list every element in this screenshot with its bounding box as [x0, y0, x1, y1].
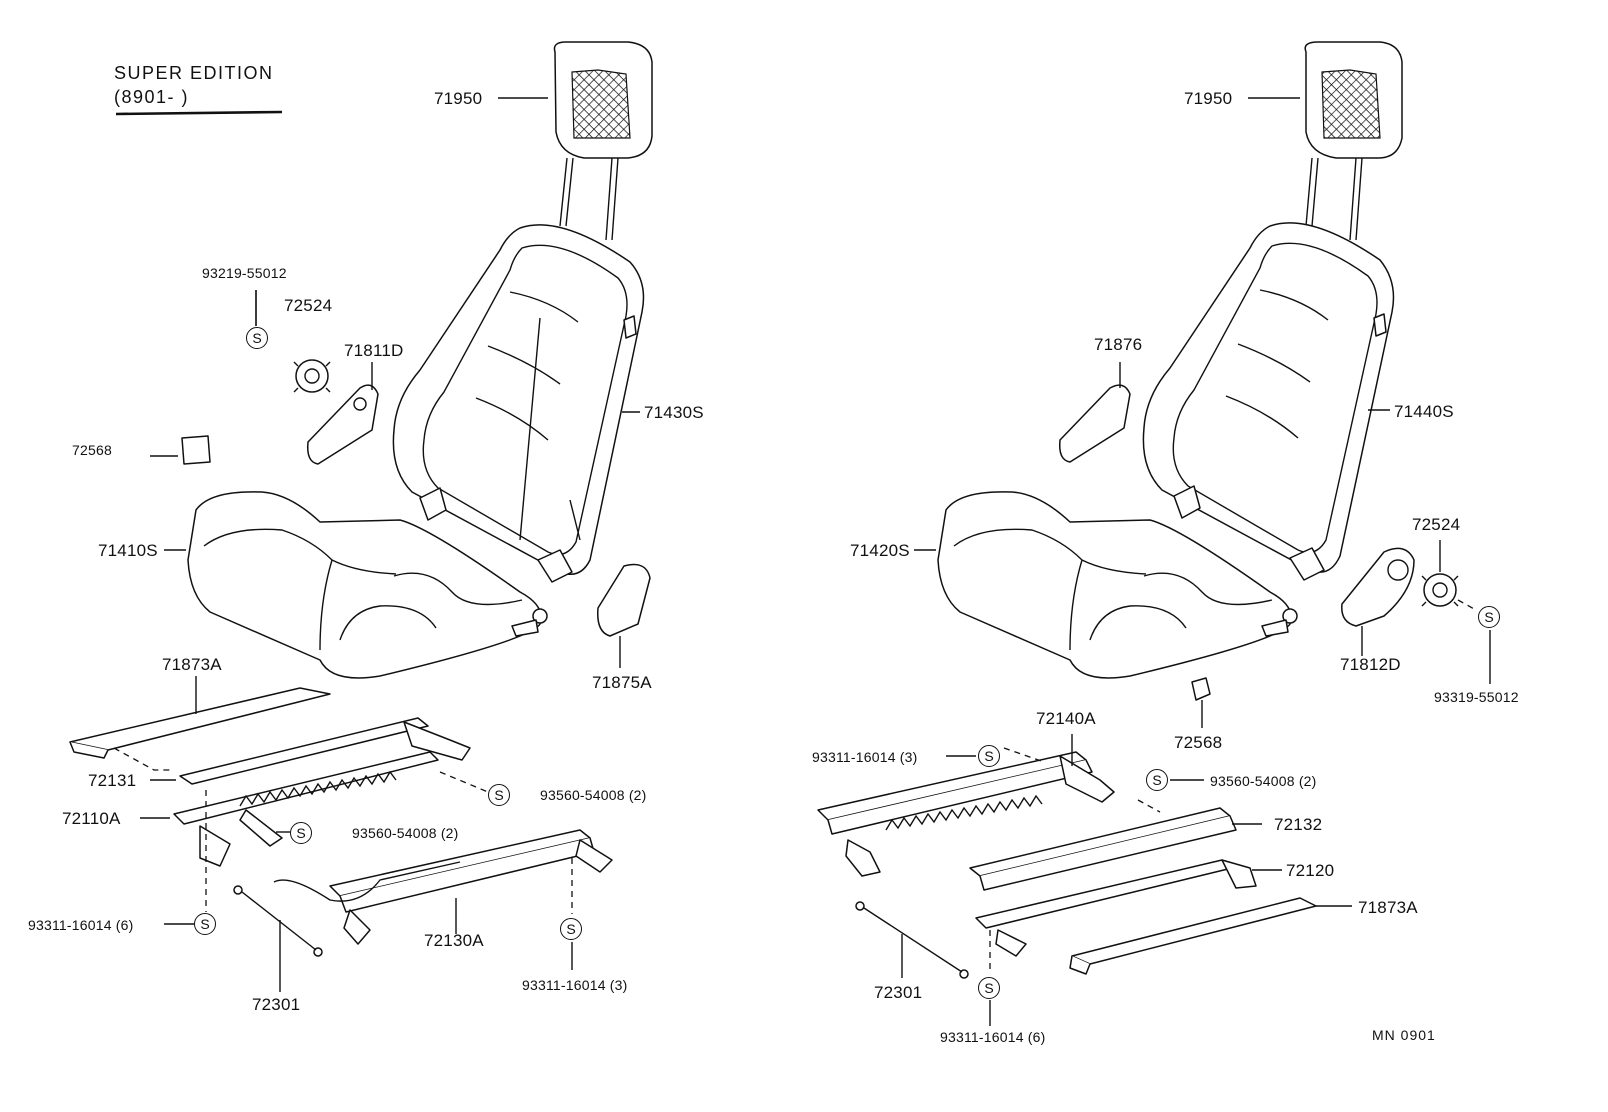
left-label-bolt-b: 93560-54008 (2)	[352, 825, 459, 841]
left-s-badge-spec: S	[246, 327, 268, 349]
right-seatback	[1142, 222, 1395, 581]
right-adjuster-lower	[975, 859, 1282, 957]
right-label-cover-upper: 71876	[1094, 335, 1143, 354]
right-adjuster-upper	[969, 807, 1262, 891]
right-upper-cover	[1058, 362, 1131, 463]
right-label-cover-lower: 71812D	[1340, 655, 1401, 674]
right-rail-cover	[1069, 897, 1352, 975]
left-s-badge-a: S	[488, 784, 510, 806]
left-label-cable: 72301	[252, 995, 301, 1014]
right-label-cable: 72301	[874, 983, 923, 1002]
left-label-adjuster-upper: 72131	[88, 771, 137, 790]
right-label-rail-cover: 71873A	[1358, 898, 1418, 917]
right-knob	[1421, 540, 1491, 684]
left-adjuster-lower	[140, 751, 439, 867]
right-cable	[855, 901, 969, 979]
right-label-bolt-a: 93311-16014 (3)	[812, 749, 918, 765]
left-label-seatback: 71430S	[644, 403, 704, 422]
left-label-adjuster-outer: 72130A	[424, 931, 484, 950]
right-label-adjuster-upper: 72132	[1274, 815, 1323, 834]
right-label-bolt-spec: 93319-55012	[1434, 689, 1519, 705]
left-adjuster-upper	[150, 717, 471, 785]
right-label-headrest: 71950	[1184, 89, 1233, 108]
diagram-code: MN 0901	[1372, 1027, 1436, 1043]
left-upper-cover	[306, 362, 379, 465]
left-label-rail-cover: 71873A	[162, 655, 222, 674]
left-headrest	[498, 41, 653, 241]
right-guide-1	[1003, 747, 1045, 763]
left-guide-2	[439, 771, 489, 793]
right-adjuster-inner	[817, 734, 1115, 877]
left-label-bolt-d: 93311-16014 (3)	[522, 977, 628, 993]
right-label-adjuster-inner: 72140A	[1036, 709, 1096, 728]
left-label-bolt-a: 93560-54008 (2)	[540, 787, 647, 803]
left-knob	[255, 290, 331, 393]
right-lower-cover	[1341, 547, 1415, 656]
left-label-cover-upper: 71811D	[344, 341, 404, 360]
left-cushion	[164, 491, 548, 679]
right-guide-2	[1137, 799, 1161, 813]
right-headrest	[1248, 41, 1403, 241]
left-seatback	[392, 224, 645, 583]
left-label-cushion: 71410S	[98, 541, 158, 560]
left-s-badge-d: S	[560, 918, 582, 940]
left-label-bolt-spec: 93219-55012	[202, 265, 287, 281]
left-cable	[233, 885, 323, 992]
left-s-badge-b: S	[290, 822, 312, 844]
left-lower-cover	[597, 563, 651, 668]
edition-period: (8901- )	[114, 87, 190, 107]
left-adjuster-outer	[273, 829, 613, 945]
right-label-bolt-b: 93560-54008 (2)	[1210, 773, 1317, 789]
left-label-cover-lower: 71875A	[592, 673, 652, 692]
left-label-bolt-c: 93311-16014 (6)	[28, 917, 134, 933]
right-s-badge-a: S	[978, 745, 1000, 767]
right-seat-assembly	[817, 41, 1491, 1026]
left-label-cap: 72568	[72, 442, 112, 458]
right-cushion	[914, 491, 1298, 679]
left-label-headrest: 71950	[434, 89, 483, 108]
right-label-cushion: 71420S	[850, 541, 910, 560]
left-cap	[181, 435, 211, 465]
right-label-bolt-c: 93311-16014 (6)	[940, 1029, 1046, 1045]
header-underline	[115, 110, 283, 116]
left-seat-assembly	[69, 41, 653, 992]
right-label-cap: 72568	[1174, 733, 1223, 752]
left-label-adjuster-lower: 72110A	[62, 809, 121, 828]
right-label-seatback: 71440S	[1394, 402, 1454, 421]
left-s-badge-c: S	[194, 913, 216, 935]
edition-title: SUPER EDITION	[114, 63, 274, 83]
right-cap	[1191, 677, 1211, 728]
right-label-knob: 72524	[1412, 515, 1461, 534]
left-rail-cover	[69, 676, 331, 759]
right-s-badge-c: S	[978, 977, 1000, 999]
right-s-badge-b: S	[1146, 769, 1168, 791]
right-label-adjuster-lower: 72120	[1286, 861, 1335, 880]
left-guide-1	[113, 747, 174, 771]
left-label-knob: 72524	[284, 296, 333, 315]
right-s-badge-spec: S	[1478, 606, 1500, 628]
